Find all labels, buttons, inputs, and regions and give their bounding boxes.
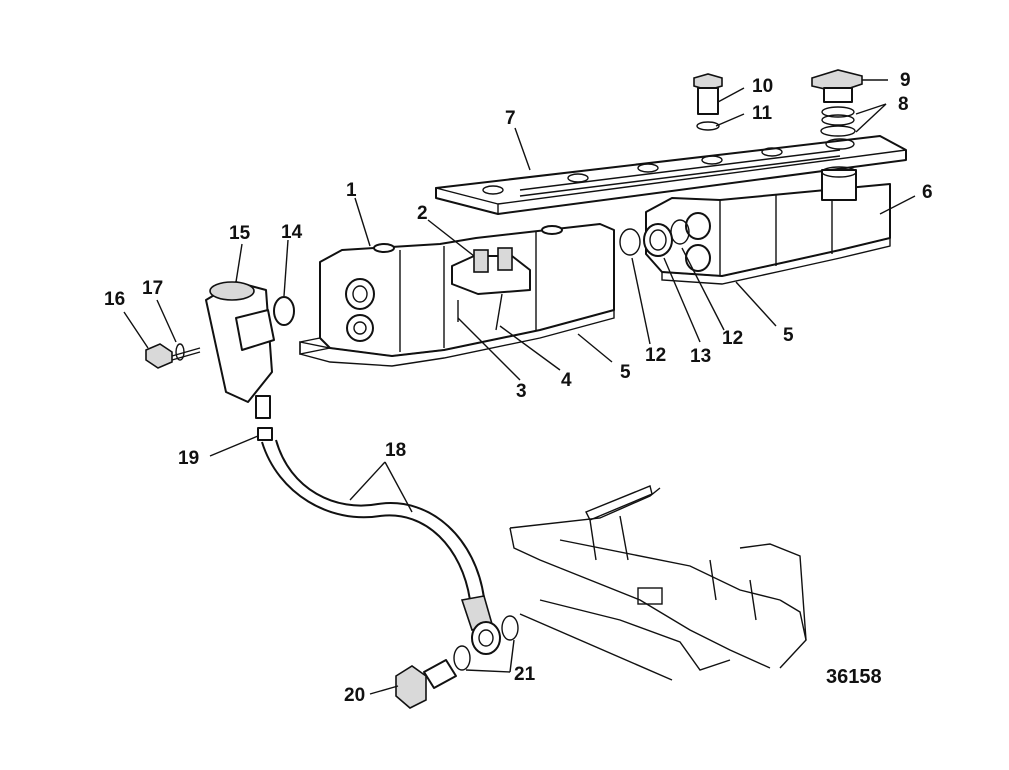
oil-hose <box>257 427 501 655</box>
callout-5-right: 5 <box>783 325 794 346</box>
callout-10: 10 <box>752 76 773 97</box>
callout-16: 16 <box>104 289 125 310</box>
callout-7: 7 <box>505 108 516 129</box>
banjo-bolt <box>395 659 457 709</box>
drain-plug-top <box>693 73 723 131</box>
washer-left <box>453 645 471 671</box>
callout-12-left: 12 <box>645 345 666 366</box>
callout-6: 6 <box>922 182 933 203</box>
filler-cap <box>811 69 863 137</box>
callout-18: 18 <box>385 440 406 461</box>
mounting-bolt <box>145 343 201 369</box>
callout-15: 15 <box>229 223 251 244</box>
callout-9: 9 <box>900 70 911 91</box>
callout-12-right: 12 <box>722 328 743 349</box>
callout-5-left: 5 <box>620 362 631 383</box>
callout-21: 21 <box>514 664 536 685</box>
callout-4: 4 <box>561 370 572 391</box>
right-cylinder-block <box>645 166 891 285</box>
center-bracket <box>451 247 531 331</box>
left-cylinder-block <box>299 223 615 367</box>
callout-1: 1 <box>346 180 357 201</box>
callout-14: 14 <box>281 222 303 243</box>
seal-rings <box>619 219 690 257</box>
top-plate <box>435 135 907 215</box>
callout-11: 11 <box>752 103 773 124</box>
drawing-number: 36158 <box>826 666 882 688</box>
oil-filter-housing <box>205 281 275 419</box>
callout-20: 20 <box>344 685 365 706</box>
callout-2: 2 <box>417 203 428 224</box>
oil-pan <box>509 485 807 671</box>
o-ring <box>273 296 295 326</box>
callout-17: 17 <box>142 278 163 299</box>
callout-3: 3 <box>516 381 527 402</box>
callout-labels: 1 2 3 4 5 5 6 7 8 9 10 11 12 12 13 14 15… <box>104 70 933 706</box>
washer-right <box>501 615 519 641</box>
callout-13: 13 <box>690 346 711 367</box>
leader-lines <box>123 79 916 695</box>
callout-19: 19 <box>178 448 199 469</box>
callout-8: 8 <box>898 94 909 115</box>
